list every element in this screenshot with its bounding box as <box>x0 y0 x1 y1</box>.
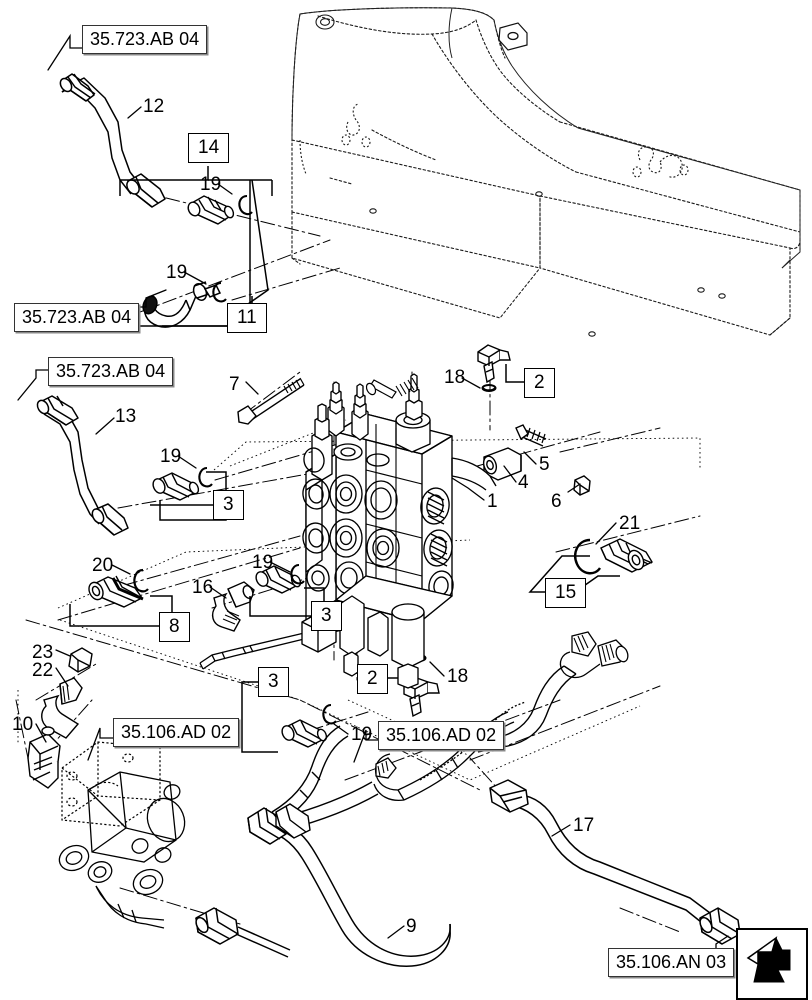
reference-plate[interactable]: 35.723.AB 04 <box>14 303 140 332</box>
callout-19-d[interactable]: 19 <box>252 552 274 573</box>
o-ring-20 <box>133 568 149 593</box>
callout-18-bottom[interactable]: 18 <box>447 666 469 687</box>
coupler-20 <box>88 575 144 608</box>
reference-plate[interactable]: 35.106.AD 02 <box>378 721 505 750</box>
callout-1[interactable]: 1 <box>487 491 498 512</box>
view-direction-arrow-icon <box>746 936 791 983</box>
view-direction-arrow-box <box>736 928 808 1000</box>
tube-from-tee <box>467 665 577 753</box>
tube-ad02-a <box>373 711 515 802</box>
callout-6[interactable]: 6 <box>551 491 562 512</box>
reference-plate[interactable]: 35.106.AD 02 <box>113 718 240 747</box>
o-ring-19-a <box>238 194 253 216</box>
callout-19-a[interactable]: 19 <box>200 174 222 195</box>
fitting-14 <box>187 195 235 225</box>
pump-body <box>58 771 186 929</box>
callout-10[interactable]: 10 <box>12 714 34 735</box>
group-box-15[interactable]: 15 <box>545 578 587 608</box>
group-box-3-lower[interactable]: 3 <box>258 667 289 697</box>
callout-13[interactable]: 13 <box>115 406 137 427</box>
fitting-3-lower <box>281 719 328 748</box>
group-box-11[interactable]: 11 <box>227 303 267 333</box>
fitting-3-upper <box>152 472 200 501</box>
callout-16[interactable]: 16 <box>192 577 214 598</box>
bolt-7 <box>237 377 305 425</box>
callout-12[interactable]: 12 <box>143 96 165 117</box>
hose-nut-right-of-pump <box>271 725 349 839</box>
group-box-2-top[interactable]: 2 <box>524 368 555 398</box>
tee-fitting <box>559 631 629 679</box>
reference-plate[interactable]: 35.723.AB 04 <box>48 357 174 386</box>
hose-9 <box>195 807 451 967</box>
o-ring-18-top <box>481 384 497 392</box>
callout-23[interactable]: 23 <box>32 642 54 663</box>
callout-19-c[interactable]: 19 <box>160 446 182 467</box>
sensor-10 <box>27 726 61 789</box>
group-box-3-middle[interactable]: 3 <box>311 601 342 631</box>
fitting-3-middle <box>255 565 302 594</box>
pump-assembly-phantom <box>61 741 161 827</box>
elbow-16 <box>211 581 255 632</box>
o-ring-19-c <box>198 466 213 488</box>
callout-19-e[interactable]: 19 <box>351 724 373 745</box>
callout-21[interactable]: 21 <box>619 513 641 534</box>
bolt-5 <box>515 424 547 447</box>
plug-6 <box>573 475 591 496</box>
o-ring-21 <box>574 538 602 575</box>
callout-20[interactable]: 20 <box>92 555 114 576</box>
coupler-15 <box>600 538 653 573</box>
fitting-23 <box>68 647 93 673</box>
callout-9[interactable]: 9 <box>406 916 417 937</box>
group-box-8[interactable]: 8 <box>159 612 190 642</box>
o-ring-19-e <box>322 703 337 725</box>
reference-plate[interactable]: 35.723.AB 04 <box>82 25 208 54</box>
callout-17[interactable]: 17 <box>573 815 595 836</box>
o-ring-19-d <box>290 563 305 585</box>
group-box-2-bottom[interactable]: 2 <box>357 664 388 694</box>
callout-7[interactable]: 7 <box>229 374 240 395</box>
group-box-14[interactable]: 14 <box>188 133 230 163</box>
hose-13 <box>36 395 129 536</box>
callout-19-b[interactable]: 19 <box>166 262 188 283</box>
callout-5[interactable]: 5 <box>539 454 550 475</box>
callout-4[interactable]: 4 <box>518 472 529 493</box>
callout-22[interactable]: 22 <box>32 660 54 681</box>
group-box-3-upper[interactable]: 3 <box>213 490 244 520</box>
callout-18-top[interactable]: 18 <box>444 367 466 388</box>
solenoid-2-top <box>477 344 511 384</box>
reference-plate[interactable]: 35.106.AN 03 <box>608 948 735 977</box>
o-ring-19-b <box>212 281 227 303</box>
elbow-22 <box>41 677 83 739</box>
